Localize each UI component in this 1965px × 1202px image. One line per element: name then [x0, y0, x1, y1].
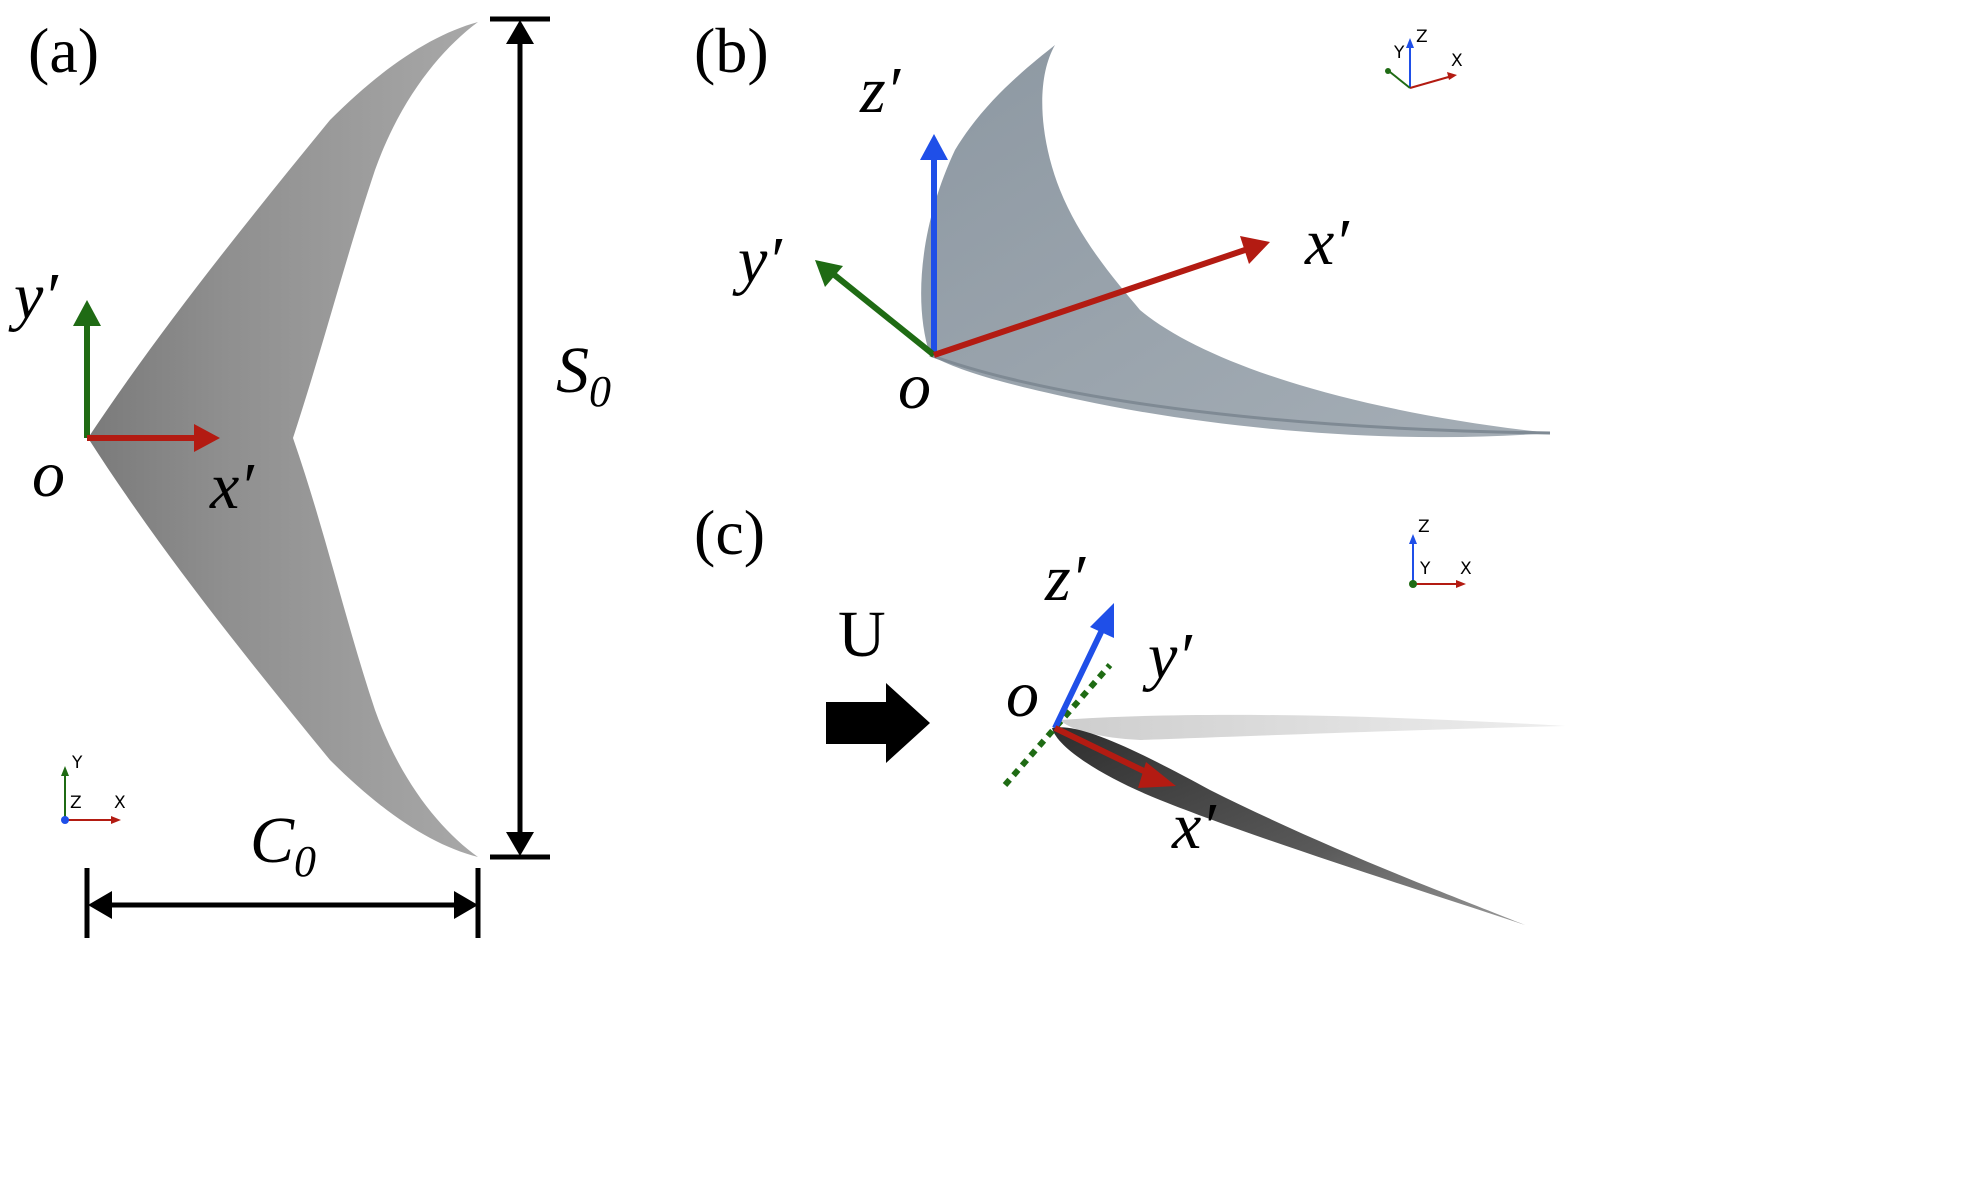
panel-b: (b) z′ y′ x′ o Y Z X [694, 15, 1551, 438]
y-axis-arrowhead-a [73, 300, 101, 326]
orientation-triad-b: Y Z X [1385, 27, 1463, 89]
x-axis-label-a: x′ [209, 450, 255, 523]
panel-a: (a) y′ x′ o S0 C0 [8, 15, 611, 938]
isometric-wing-edge [929, 353, 1551, 435]
x-axis-arrowhead-a [194, 424, 220, 452]
triad-a-z-label: Z [70, 793, 82, 813]
orientation-triad-c: Z Y X [1409, 517, 1472, 588]
x-axis-arrow-c [1053, 725, 1154, 778]
triad-c-z-label: Z [1418, 517, 1430, 537]
panel-a-label: (a) [28, 15, 99, 86]
origin-label-b: o [898, 350, 931, 423]
triad-b-y-label: Y [1393, 43, 1405, 63]
y-axis-label-b: y′ [732, 224, 783, 297]
span-label-sub: 0 [589, 367, 611, 416]
side-view-wing-shape [1052, 727, 1525, 925]
z-axis-label-c: z′ [1044, 542, 1087, 615]
triad-c-y-label: Y [1419, 559, 1431, 579]
planform-wing-shape [88, 22, 478, 857]
side-view-reference-shadow [1060, 714, 1565, 740]
x-axis-arrowhead-b [1240, 236, 1270, 264]
chord-label: C0 [250, 804, 316, 886]
z-axis-arrowhead-b [920, 134, 948, 160]
flow-label: U [838, 598, 886, 671]
triad-a-y-label: Y [71, 753, 83, 773]
triad-c-x-label: X [1460, 559, 1472, 579]
panel-c: (c) U z′ y′ x′ o Z Y X [694, 497, 1565, 925]
isometric-wing-shape [921, 45, 1550, 438]
y-axis-label-c: y′ [1142, 620, 1193, 693]
panel-c-label: (c) [694, 497, 765, 568]
triad-a-x-label: X [114, 793, 126, 813]
span-label-main: S [556, 334, 589, 407]
y-axis-arrowhead-b [815, 260, 843, 287]
z-axis-arrow-c [1052, 626, 1106, 730]
span-dimension [490, 16, 550, 860]
orientation-triad-a: Y Z X [61, 753, 126, 824]
flow-arrow-icon [826, 683, 930, 763]
chord-label-main: C [250, 804, 295, 877]
origin-label-c: o [1006, 658, 1039, 731]
origin-label-a: o [32, 438, 65, 511]
triad-b-z-label: Z [1416, 27, 1428, 47]
triad-b-x-label: X [1451, 51, 1463, 71]
x-axis-label-c: x′ [1171, 790, 1217, 863]
z-axis-label-b: z′ [859, 54, 902, 127]
y-axis-label-a: y′ [8, 260, 59, 333]
x-axis-arrow-b [933, 247, 1246, 358]
chord-dimension [84, 868, 481, 938]
z-axis-arrowhead-c [1090, 603, 1114, 638]
x-axis-label-b: x′ [1304, 206, 1350, 279]
chord-label-sub: 0 [294, 837, 316, 886]
panel-b-label: (b) [694, 15, 769, 86]
span-label: S0 [556, 334, 611, 416]
x-axis-arrowhead-c [1138, 762, 1176, 788]
y-axis-arrow-b [830, 270, 936, 358]
